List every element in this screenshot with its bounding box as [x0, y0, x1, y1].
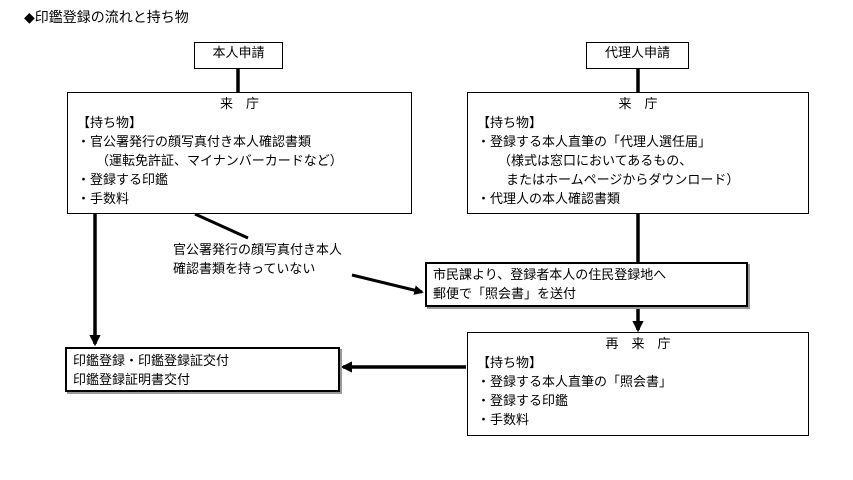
- right-visit-box: 来 庁 【持ち物】 ・登録する本人直筆の「代理人選任届」 （様式は窓口においてあ…: [467, 92, 809, 214]
- proxy-application-label: 代理人申請: [586, 42, 689, 69]
- branch-note-line-1: 官公署発行の顔写真付き本人: [173, 243, 343, 258]
- right-item-form-note-2: またはホームページからダウンロード）: [506, 173, 740, 188]
- personal-application-text: 本人申請: [212, 46, 265, 61]
- diagram-title: ◆印鑑登録の流れと持ち物: [24, 10, 189, 26]
- registration-result-box: 印鑑登録・印鑑登録証交付 印鑑登録証明書交付: [65, 347, 340, 392]
- registration-result-line-1: 印鑑登録・印鑑登録証交付: [73, 354, 230, 369]
- revisit-item-inquiry-form: ・登録する本人直筆の「照会書」: [477, 375, 673, 390]
- right-item-form-note-1: （様式は窓口においてあるもの、: [498, 154, 693, 169]
- mail-inquiry-line-1: 市民課より、登録者本人の住民登録地へ: [433, 268, 667, 283]
- left-item-id: ・官公署発行の顔写真付き本人確認書類: [77, 135, 312, 150]
- left-item-id-examples: （運転免許証、マイナンバーカードなど）: [96, 154, 343, 169]
- connector-left-branch: [194, 212, 249, 240]
- right-visit-title: 来 庁: [618, 97, 658, 112]
- personal-application-label: 本人申請: [194, 42, 283, 69]
- branch-note-line-2: 確認書類を持っていない: [173, 262, 316, 277]
- revisit-item-fee: ・手数料: [477, 413, 530, 428]
- left-item-seal: ・登録する印鑑: [77, 173, 169, 188]
- revisit-items-heading: 【持ち物】: [477, 356, 543, 371]
- left-items-heading: 【持ち物】: [77, 116, 143, 131]
- arrow-branch-to-mail: [351, 273, 424, 295]
- revisit-box: 再 来 庁 【持ち物】 ・登録する本人直筆の「照会書」 ・登録する印鑑 ・手数料: [467, 332, 809, 436]
- registration-result-line-2: 印鑑登録証明書交付: [73, 373, 191, 388]
- right-items-heading: 【持ち物】: [477, 116, 543, 131]
- branch-note: 官公署発行の顔写真付き本人 確認書類を持っていない: [173, 241, 342, 279]
- proxy-application-text: 代理人申請: [604, 46, 670, 61]
- right-item-proxy-form: ・登録する本人直筆の「代理人選任届」: [477, 135, 712, 150]
- revisit-item-seal: ・登録する印鑑: [477, 394, 569, 409]
- revisit-title: 再 来 庁: [605, 337, 671, 352]
- left-visit-box: 来 庁 【持ち物】 ・官公署発行の顔写真付き本人確認書類 （運転免許証、マイナン…: [67, 92, 412, 214]
- mail-inquiry-box: 市民課より、登録者本人の住民登録地へ 郵便で「照会書」を送付: [425, 262, 748, 307]
- left-item-fee: ・手数料: [77, 192, 130, 207]
- mail-inquiry-line-2: 郵便で「照会書」を送付: [433, 287, 577, 302]
- right-item-proxy-id: ・代理人の本人確認書類: [477, 192, 621, 207]
- left-visit-title: 来 庁: [219, 97, 259, 112]
